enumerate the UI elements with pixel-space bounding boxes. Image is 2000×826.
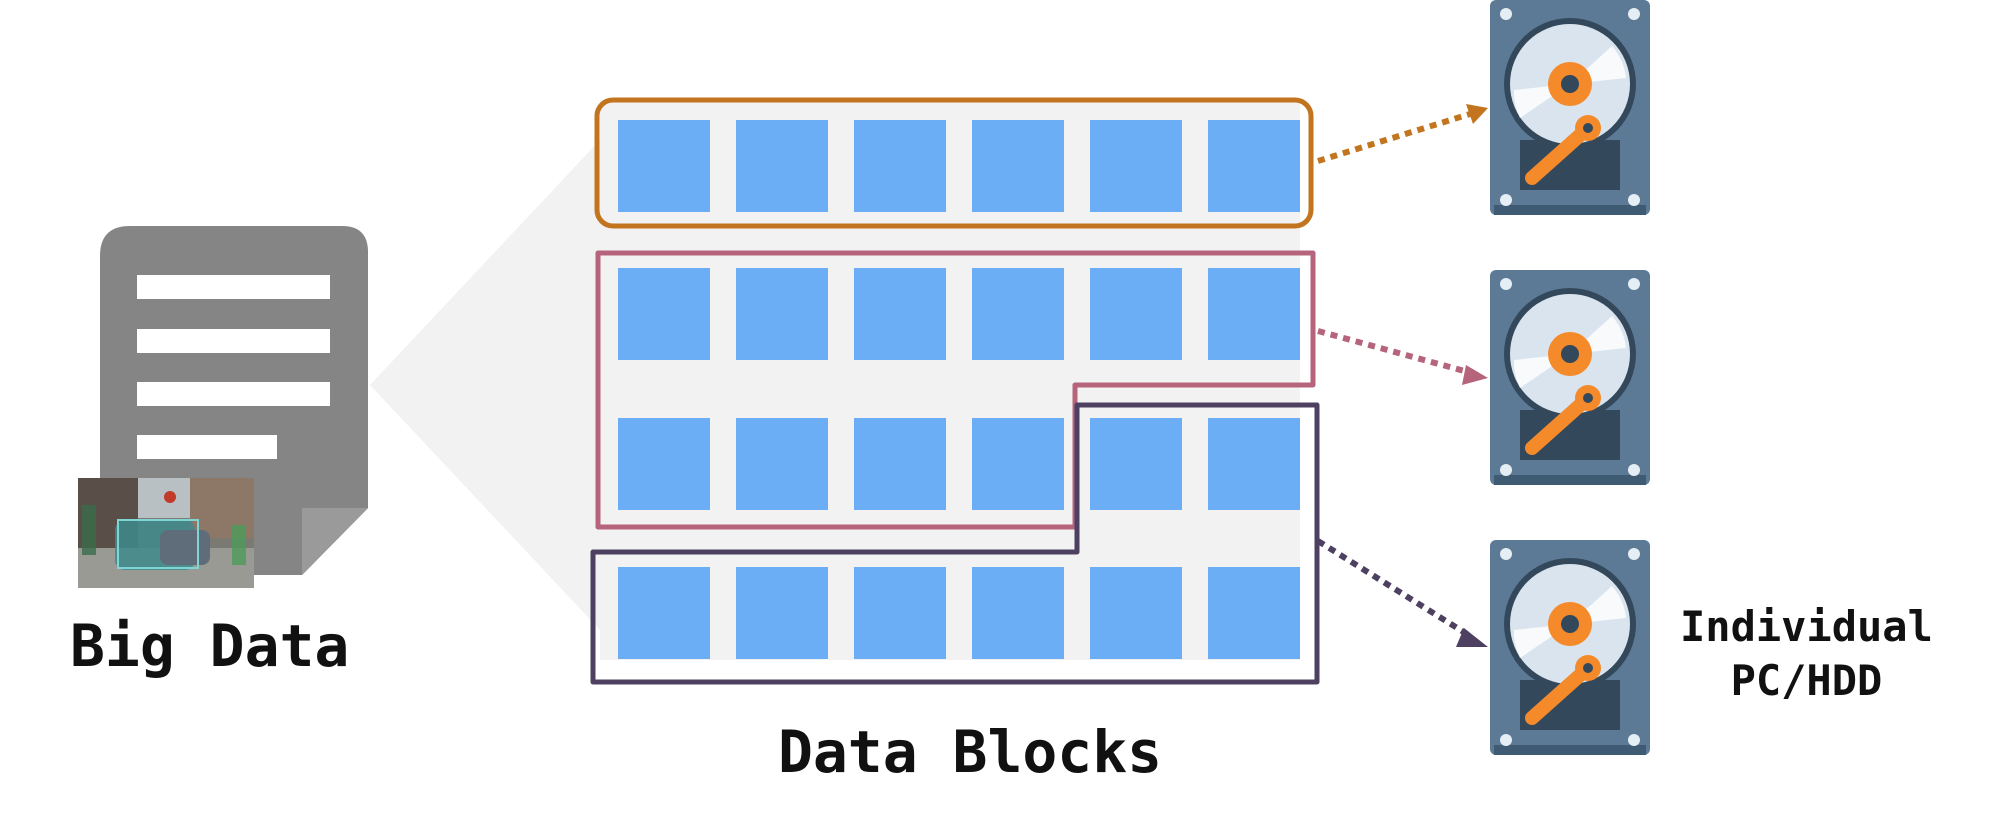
- data-block: [1208, 268, 1300, 360]
- hard-drive-icon: [1490, 0, 1650, 215]
- data-block: [854, 567, 946, 659]
- data-block: [736, 120, 828, 212]
- data-block: [1208, 418, 1300, 510]
- zoom-funnel: [370, 140, 600, 630]
- hard-drive-icon: [1490, 270, 1650, 485]
- data-block: [854, 268, 946, 360]
- data-block: [1090, 120, 1182, 212]
- data-block: [618, 268, 710, 360]
- data-block: [736, 567, 828, 659]
- storage-label-line2: PC/HDD: [1730, 656, 1883, 705]
- arrow-to-drive-3: [1316, 538, 1488, 647]
- data-blocks-label: Data Blocks: [777, 718, 1163, 786]
- street-photo-thumbnail: [78, 478, 254, 588]
- data-block: [736, 418, 828, 510]
- group-outline-1: [594, 97, 1314, 229]
- hard-drive-icon: [1490, 540, 1650, 755]
- data-block: [854, 120, 946, 212]
- blocks-grid: [618, 120, 1300, 659]
- storage-label: Individual PC/HDD: [1680, 600, 1933, 708]
- group-outline-2: [595, 250, 1316, 530]
- data-block: [972, 120, 1064, 212]
- big-data-label: Big Data: [70, 612, 350, 680]
- data-block: [1208, 567, 1300, 659]
- data-block: [1090, 567, 1182, 659]
- group-outline-3: [590, 402, 1320, 685]
- data-panel: [600, 100, 1300, 660]
- storage-label-line1: Individual: [1680, 602, 1933, 651]
- data-block: [972, 418, 1064, 510]
- data-block: [618, 120, 710, 212]
- data-block: [618, 418, 710, 510]
- arrow-to-drive-1: [1317, 104, 1488, 164]
- data-block: [618, 567, 710, 659]
- data-block: [972, 268, 1064, 360]
- data-block: [736, 268, 828, 360]
- data-block: [1090, 418, 1182, 510]
- data-block: [1090, 268, 1182, 360]
- data-block: [1208, 120, 1300, 212]
- data-block: [972, 567, 1064, 659]
- arrow-to-drive-2: [1317, 328, 1488, 385]
- data-block: [854, 418, 946, 510]
